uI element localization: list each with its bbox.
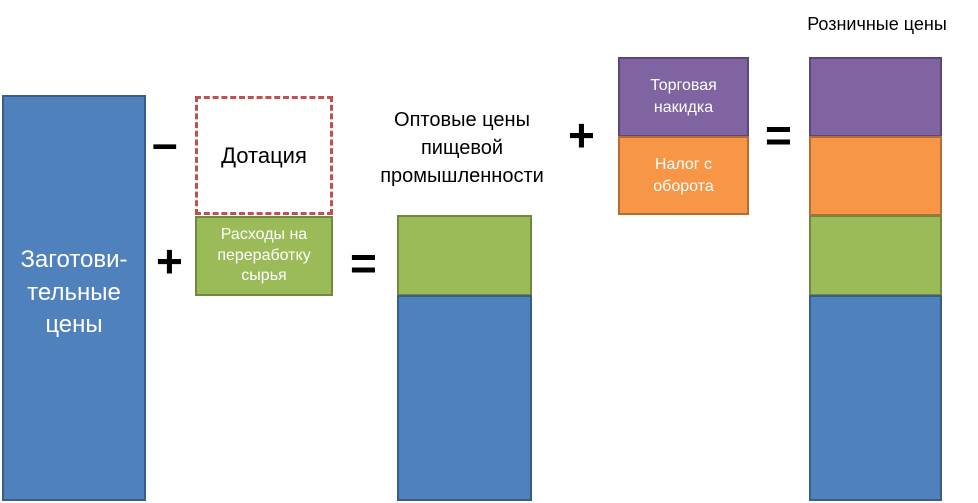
wholesale-processing-segment [397,215,532,296]
procurement-prices-bar [2,95,146,501]
plus-operator-1: + [156,235,183,287]
subsidy-label: Дотация [221,142,307,168]
retail-markup-segment [809,57,942,137]
trade-markup-box [618,57,749,137]
equals-operator-1: = [350,237,377,289]
equals-operator-2: = [765,109,792,161]
retail-base-segment [809,295,942,501]
procurement-prices-label: Заготови- тельные цены [20,246,128,339]
wholesale-base-segment [397,295,532,501]
minus-operator: – [152,117,178,169]
retail-tax-segment [809,136,942,216]
turnover-tax-box [618,136,749,215]
processing-costs-box [195,216,333,296]
turnover-tax-label: Налог с оборота [653,155,714,195]
processing-costs-label: Расходы на переработку сырья [217,225,311,285]
wholesale-prices-title: Оптовые цены пищевой промышленности [380,109,544,187]
retail-prices-title: Розничные цены [807,13,947,34]
trade-markup-label: Торговая накидка [650,77,717,116]
subsidy-box [195,96,333,215]
plus-operator-2: + [568,109,595,161]
retail-processing-segment [809,215,942,296]
